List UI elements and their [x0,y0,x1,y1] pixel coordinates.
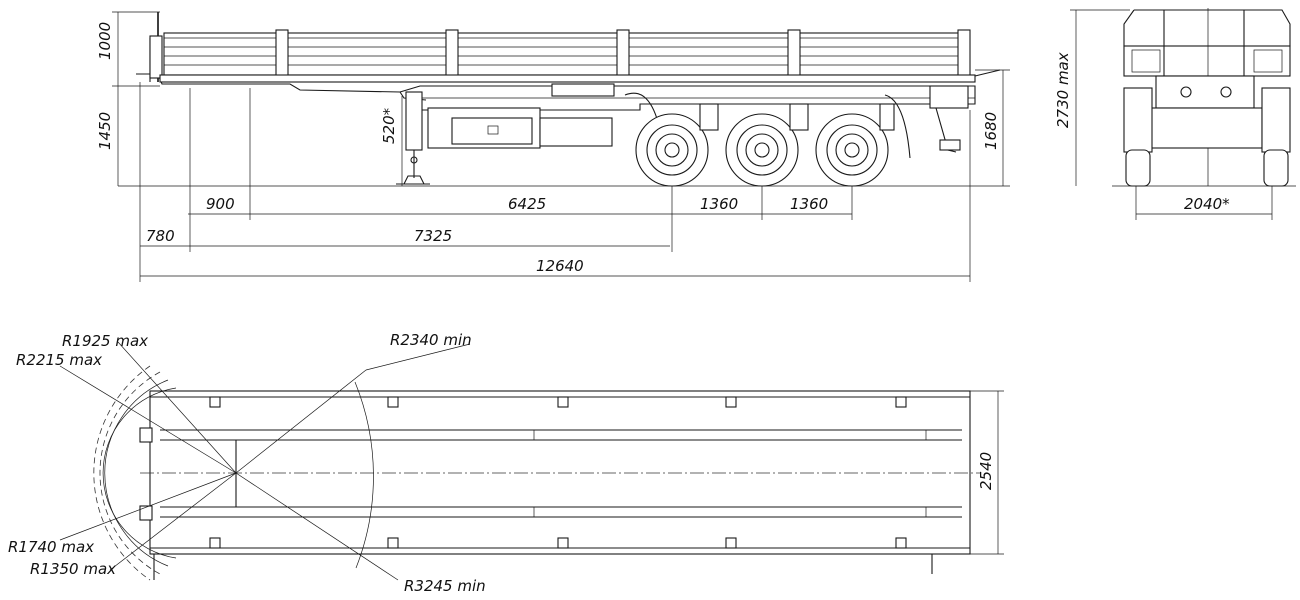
dim-780: 780 [146,227,175,245]
dim-1680: 1680 [982,112,1000,150]
rear-wheels [635,113,889,187]
tool-box [427,107,613,149]
rear-view [1070,8,1296,220]
radius-r3245: R3245 min [404,577,486,595]
landing-gear [396,91,430,185]
dim-2730: 2730 max [1054,52,1072,128]
dim-12640: 12640 [536,257,584,275]
radius-r1925: R1925 max [62,332,148,350]
dim-1000: 1000 [96,22,114,60]
deck-outline [149,390,971,555]
dim-900: 900 [206,195,235,213]
side-board [163,32,970,76]
radius-r1350: R1350 max [30,560,116,578]
stake-pockets [209,396,907,549]
board-stakes [149,29,971,79]
dim-1450: 1450 [96,112,114,150]
dim-7325: 7325 [414,227,452,245]
side-view [112,11,1010,282]
dim-520: 520* [380,107,398,144]
side-dimensions: 1000 1450 520* 1680 900 6425 1360 1360 7… [96,22,1000,275]
radius-r2215: R2215 max [16,351,102,369]
dim-1360-a: 1360 [700,195,738,213]
top-view [59,341,1004,581]
rear-dimensions: 2730 max 2040* [1054,52,1230,213]
dim-1360-b: 1360 [790,195,828,213]
dim-2540: 2540 [977,452,995,490]
dim-6425: 6425 [508,195,546,213]
radius-r2340: R2340 min [390,331,472,349]
dim-2040: 2040* [1184,195,1230,213]
top-dimensions: R1925 max R2215 max R2340 min R1740 max … [8,331,995,595]
radius-r1740: R1740 max [8,538,94,556]
